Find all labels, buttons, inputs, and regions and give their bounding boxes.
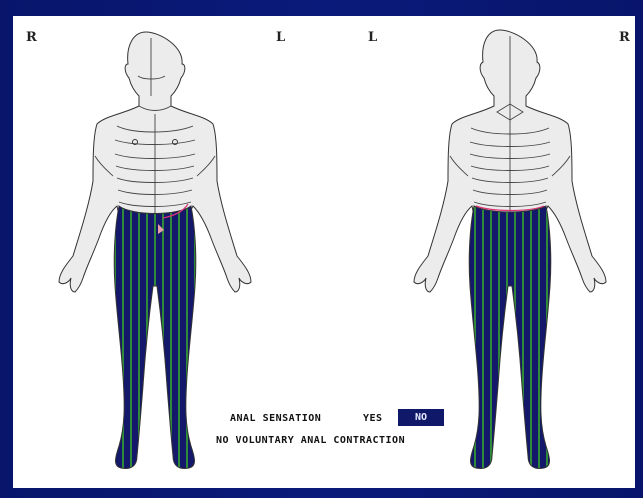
front-legs-shaded — [114, 206, 196, 469]
back-legs-shaded — [469, 206, 551, 469]
no-option-label: NO — [415, 412, 427, 423]
no-option-selected[interactable]: NO — [398, 409, 444, 426]
dermatome-chart-panel: R L L R — [13, 16, 635, 488]
back-body-figure — [414, 30, 606, 469]
voluntary-contraction-note: NO VOLUNTARY ANAL CONTRACTION — [216, 435, 405, 446]
body-diagrams — [13, 16, 635, 488]
anal-sensation-label: ANAL SENSATION — [230, 413, 321, 424]
yes-option[interactable]: YES — [363, 413, 383, 424]
front-body-figure — [59, 32, 251, 469]
